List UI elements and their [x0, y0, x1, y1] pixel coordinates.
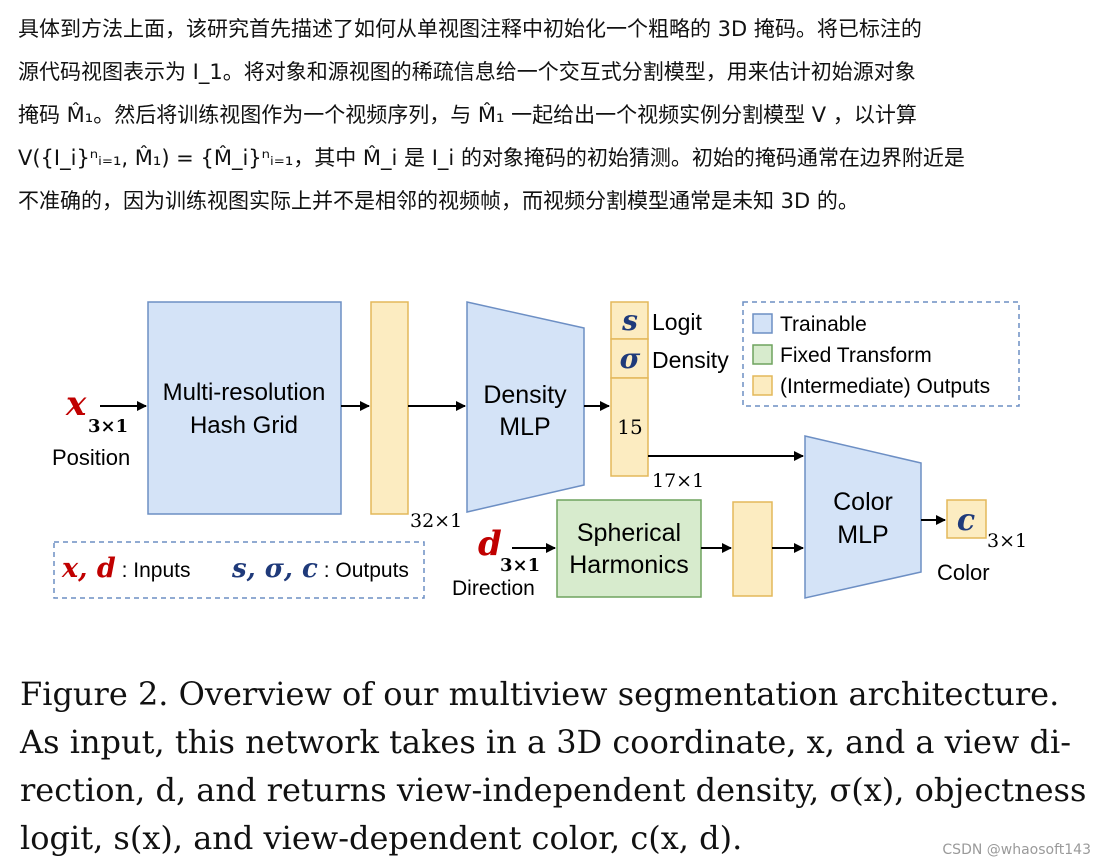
legend-trainable-swatch [752, 313, 773, 334]
legend-output-label: (Intermediate) Outputs [780, 375, 990, 398]
output-c-label: Color [937, 560, 990, 585]
figure-caption: Figure 2. Overview of our multiview segm… [20, 670, 1095, 862]
io-key-inputs-label: : Inputs [116, 559, 191, 582]
legend-fixed-label: Fixed Transform [780, 344, 932, 367]
caption-line: rection, d, and returns view-independent… [20, 771, 1087, 809]
caption-line: Figure 2. Overview of our multiview segm… [20, 675, 1060, 713]
output-c-cell [946, 499, 987, 539]
feature-dim: 32×1 [410, 510, 462, 532]
output-15-label: 15 [617, 415, 642, 439]
output-sigma-symbol: σ [620, 342, 641, 375]
density-mlp-box [466, 301, 585, 513]
intro-line: 源代码视图表示为 I_1。将对象和源视图的稀疏信息给一个交互式分割模型，用来估计… [18, 60, 916, 84]
io-key-outputs-symbols: s, σ, c [231, 554, 318, 584]
spherical-harmonics-line1: Spherical [577, 519, 681, 547]
feature-vector [370, 301, 409, 515]
legend-output-swatch [752, 375, 773, 396]
color-mlp-line2: MLP [837, 521, 888, 549]
input-x-symbol: x [65, 384, 87, 424]
output-15-cell [610, 377, 649, 477]
output-c-dim: 3×1 [987, 530, 1027, 552]
hash-grid-line2: Hash Grid [190, 412, 298, 439]
spherical-harmonics-box [556, 499, 702, 598]
hash-grid-line1: Multi-resolution [163, 379, 326, 406]
input-x-dim: 3×1 [88, 416, 128, 437]
color-mlp-box [804, 435, 922, 599]
intro-line: V({I_i}ⁿᵢ₌₁, M̂₁) = {M̂_i}ⁿᵢ₌₁，其中 M̂_i 是… [18, 146, 965, 170]
input-d-symbol: d [478, 524, 502, 564]
intro-line: 不准确的，因为训练视图实际上并不是相邻的视频帧，而视频分割模型通常是未知 3D … [18, 189, 859, 213]
io-key-box [53, 541, 425, 599]
input-x-label: Position [52, 445, 130, 470]
density-mlp-line2: MLP [499, 413, 550, 441]
legend-fixed-swatch [752, 344, 773, 365]
output-s-symbol: s [621, 304, 638, 337]
output-s-cell [610, 301, 649, 340]
density-mlp-line1: Density [483, 381, 567, 409]
output-s-label: Logit [652, 309, 702, 335]
input-d-dim: 3×1 [500, 555, 540, 576]
concat-dim: 17×1 [652, 470, 704, 492]
intro-line: 掩码 M̂₁。然后将训练视图作为一个视频序列，与 M̂₁ 一起给出一个视频实例分… [18, 103, 917, 127]
output-sigma-label: Density [652, 347, 729, 373]
hash-grid-box [147, 301, 342, 515]
io-key-inputs-symbols: x, d [61, 553, 116, 584]
io-key-outputs: s, σ, c : Outputs [231, 554, 409, 584]
intro-line: 具体到方法上面，该研究首先描述了如何从单视图注释中初始化一个粗略的 3D 掩码。… [18, 17, 922, 41]
color-mlp-line1: Color [833, 488, 893, 516]
io-key-inputs: x, d : Inputs [61, 553, 191, 584]
sh-vector [732, 501, 773, 597]
legend-box [742, 301, 1020, 407]
input-d-label: Direction [452, 577, 535, 600]
spherical-harmonics-line2: Harmonics [569, 551, 688, 579]
caption-line: As input, this network takes in a 3D coo… [20, 723, 1071, 761]
caption-line: logit, s(x), and view-dependent color, c… [20, 819, 743, 857]
architecture-diagram: x 3×1 Position Multi-resolution Hash Gri… [52, 301, 1027, 600]
intro-paragraph: 具体到方法上面，该研究首先描述了如何从单视图注释中初始化一个粗略的 3D 掩码。… [18, 8, 1093, 223]
output-sigma-cell [610, 338, 649, 379]
io-key-outputs-label: : Outputs [318, 559, 409, 582]
watermark: CSDN @whaosoft143 [942, 842, 1091, 858]
output-c-symbol: c [957, 503, 975, 538]
legend-trainable-label: Trainable [780, 313, 867, 336]
